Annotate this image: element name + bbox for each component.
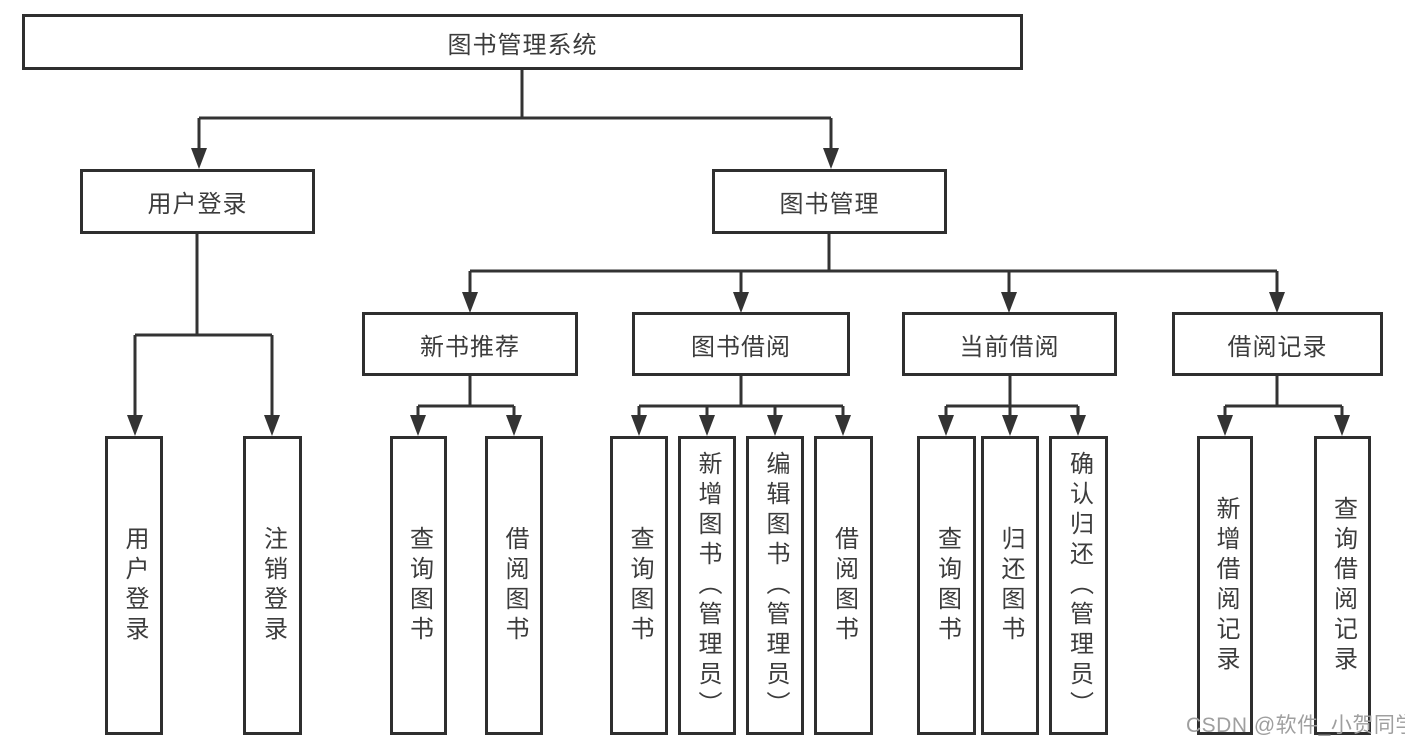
csdn-watermark: CSDN @软件_小贺同学 — [1186, 714, 1405, 737]
leaf-query-books-current: 查询图书 — [917, 436, 976, 735]
node-book-management: 图书管理 — [712, 169, 947, 234]
leaf-borrow-books: 借阅图书 — [814, 436, 873, 735]
leaf-query-borrow-record: 查询借阅记录 — [1314, 436, 1371, 735]
node-book-borrowing: 图书借阅 — [632, 312, 850, 376]
node-library-management-system: 图书管理系统 — [22, 14, 1023, 70]
node-borrowing-records: 借阅记录 — [1172, 312, 1383, 376]
leaf-return-book: 归还图书 — [981, 436, 1039, 735]
leaf-query-books-recommend: 查询图书 — [390, 436, 447, 735]
node-current-borrowing: 当前借阅 — [902, 312, 1117, 376]
leaf-add-borrow-record: 新增借阅记录 — [1197, 436, 1253, 735]
leaf-edit-book-admin: 编辑图书（管理员） — [746, 436, 804, 735]
leaf-borrow-books-recommend: 借阅图书 — [485, 436, 543, 735]
leaf-add-book-admin: 新增图书（管理员） — [678, 436, 736, 735]
leaf-user-login: 用户登录 — [105, 436, 163, 735]
leaf-query-books-borrow: 查询图书 — [610, 436, 668, 735]
node-user-login: 用户登录 — [80, 169, 315, 234]
leaf-logout: 注销登录 — [243, 436, 302, 735]
leaf-confirm-return-admin: 确认归还（管理员） — [1049, 436, 1108, 735]
node-new-book-recommendation: 新书推荐 — [362, 312, 578, 376]
